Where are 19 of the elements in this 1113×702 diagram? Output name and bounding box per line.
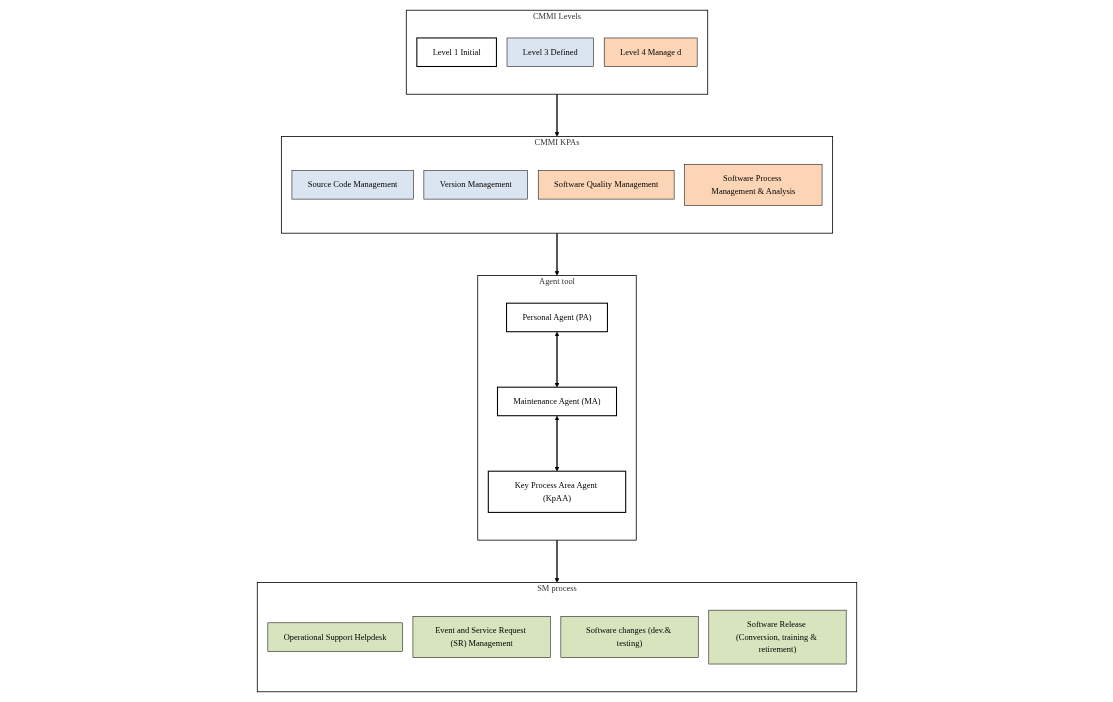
node-box: Source Code Management xyxy=(291,170,414,200)
arrow xyxy=(554,93,559,137)
node-box: Personal Agent (PA) xyxy=(505,302,608,333)
node-box: Level 1 Initial xyxy=(415,37,497,67)
node-box: Software Quality Management xyxy=(537,170,674,200)
arrow xyxy=(554,539,559,583)
node-box: Operational Support Helpdesk xyxy=(267,622,403,652)
node-box: Event and Service Request (SR) Management xyxy=(412,616,551,658)
arrow xyxy=(554,232,559,276)
node-box: Key Process Area Agent (KpAA) xyxy=(487,470,626,513)
node-box: Software changes (dev.& testing) xyxy=(560,616,698,658)
node-box: Level 3 Defined xyxy=(506,37,594,67)
node-box: Software Process Management & Analysis xyxy=(683,163,822,206)
node-box: Version Management xyxy=(423,170,528,200)
node-box: Software Release (Conversion, training & retirement) xyxy=(708,609,846,665)
arrow xyxy=(554,331,559,388)
node-box: Level 4 Manage d xyxy=(603,37,697,67)
node-box: Maintenance Agent (MA) xyxy=(496,386,617,417)
arrow xyxy=(554,415,559,472)
